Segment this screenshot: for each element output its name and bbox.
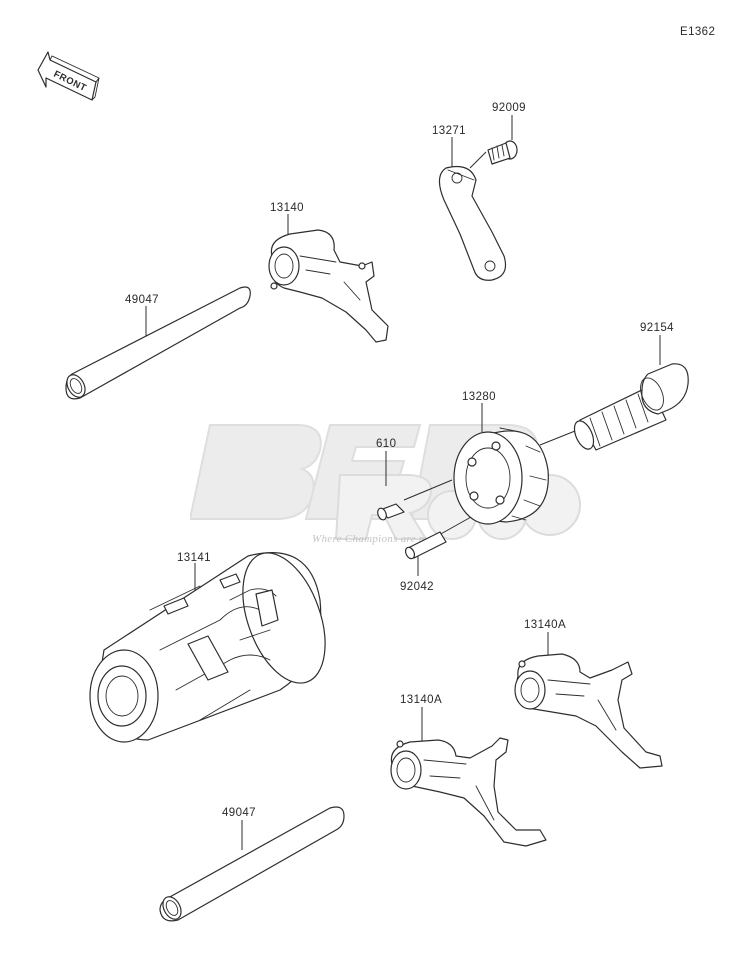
drum-bolt [573,363,689,451]
drum-cam [453,427,549,525]
shift-rod-lower [159,806,345,922]
leader-lines [145,115,661,850]
stopper-plate [438,165,507,281]
shift-rod-upper [65,286,251,400]
callout-13141: 13141 [177,552,211,564]
watermark-tagline: Where Champions are made [312,533,444,545]
callout-49047-lower: 49047 [222,807,256,819]
diagram-code: E1362 [680,26,716,38]
plate-screw [487,140,518,165]
pin-610 [377,503,405,521]
shift-drum [89,552,326,743]
pin-92042 [404,531,447,560]
shift-fork-top [268,229,389,343]
shift-fork-right [514,653,663,769]
callout-13140: 13140 [270,202,304,214]
front-arrow-icon: FRONT [37,51,100,101]
callout-13271: 13271 [432,125,466,137]
callout-92009: 92009 [492,102,526,114]
callout-92154: 92154 [640,322,674,334]
callout-92042: 92042 [400,581,434,593]
callout-610: 610 [376,438,397,450]
callout-13140a-right: 13140A [524,619,567,631]
callout-13140a-middle: 13140A [400,694,443,706]
callout-49047-upper: 49047 [125,294,159,306]
shift-fork-middle [390,737,547,847]
callout-13280: 13280 [462,391,496,403]
